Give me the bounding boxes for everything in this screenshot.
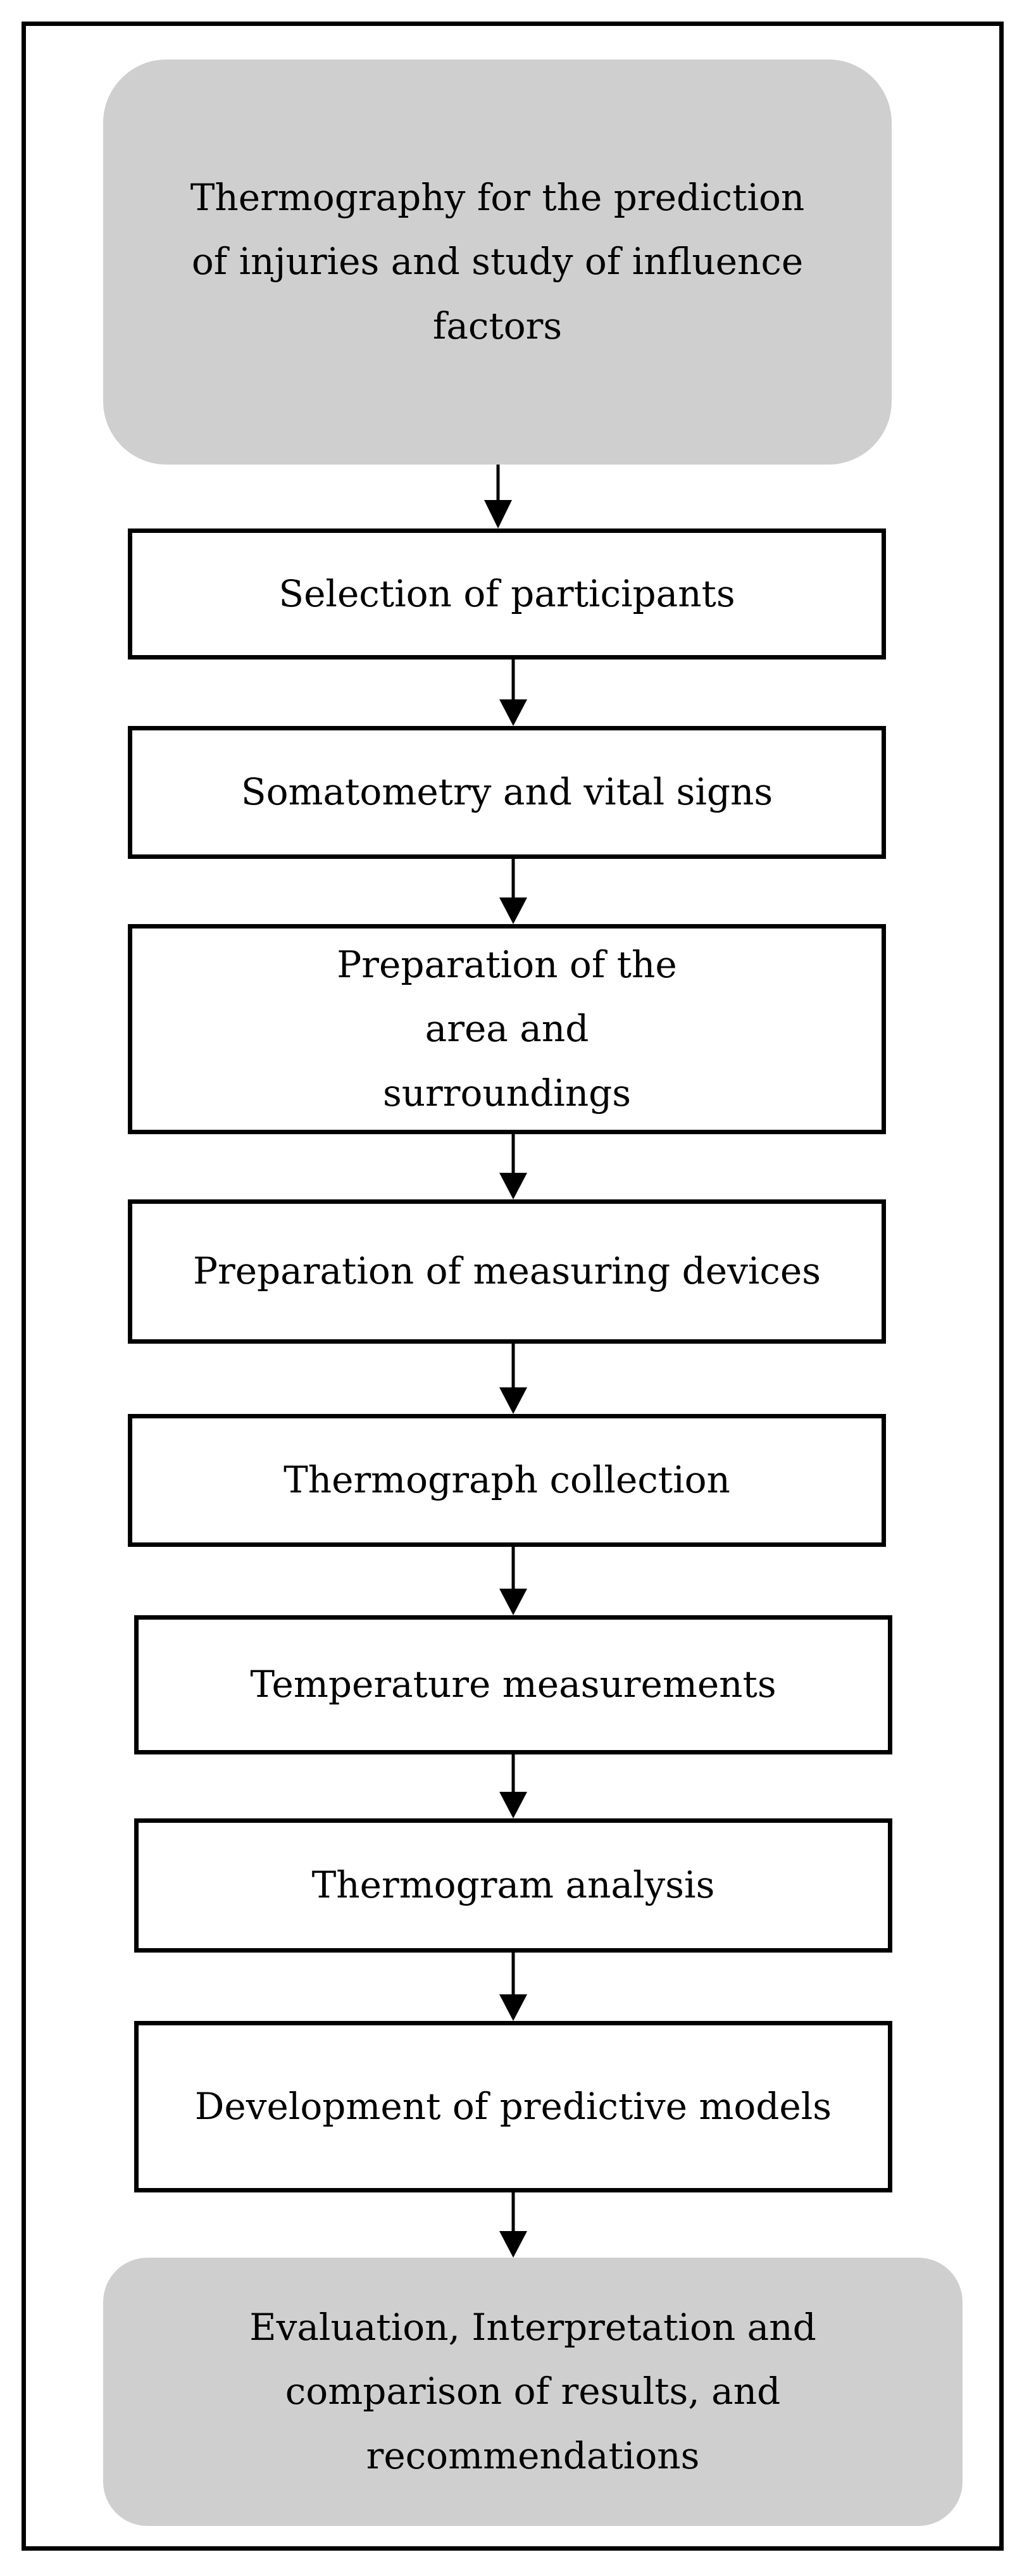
step-label: Preparation of measuring devices	[192, 1249, 821, 1293]
step-development-of-predictive-models: Development of predictive models	[134, 2021, 892, 2192]
step-label: Temperature measurements	[250, 1663, 776, 1706]
arrowhead-icon	[499, 2231, 527, 2258]
step-selection-of-participants: Selection of participants	[128, 528, 886, 660]
step-label: Preparation of the area and surroundings	[337, 942, 677, 1115]
end-node: Evaluation, Interpretation and compariso…	[103, 2258, 963, 2526]
start-node-label: Thermography for the prediction of injur…	[190, 175, 805, 347]
arrowhead-icon	[499, 1387, 527, 1414]
step-label: Somatometry and vital signs	[240, 770, 773, 814]
arrowhead-icon	[499, 699, 527, 726]
step-preparation-of-area: Preparation of the area and surroundings	[128, 924, 886, 1134]
arrowhead-icon	[499, 1792, 527, 1818]
step-label: Thermogram analysis	[311, 1863, 715, 1907]
step-label: Development of predictive models	[194, 2084, 832, 2128]
arrowhead-icon	[484, 500, 512, 528]
diagram-frame	[22, 22, 1004, 2551]
step-thermogram-analysis: Thermogram analysis	[134, 1818, 892, 1953]
arrowhead-icon	[499, 1173, 527, 1199]
step-label: Selection of participants	[278, 572, 735, 615]
end-node-label: Evaluation, Interpretation and compariso…	[249, 2305, 816, 2477]
step-thermograph-collection: Thermograph collection	[128, 1414, 886, 1547]
step-somatometry-and-vital-signs: Somatometry and vital signs	[128, 726, 886, 859]
start-node: Thermography for the prediction of injur…	[103, 59, 892, 465]
arrowhead-icon	[499, 1589, 527, 1615]
step-label: Thermograph collection	[284, 1458, 730, 1502]
arrowhead-icon	[499, 897, 527, 924]
step-preparation-of-measuring-devices: Preparation of measuring devices	[128, 1199, 886, 1344]
arrowhead-icon	[499, 1994, 527, 2021]
step-temperature-measurements: Temperature measurements	[134, 1615, 892, 1754]
